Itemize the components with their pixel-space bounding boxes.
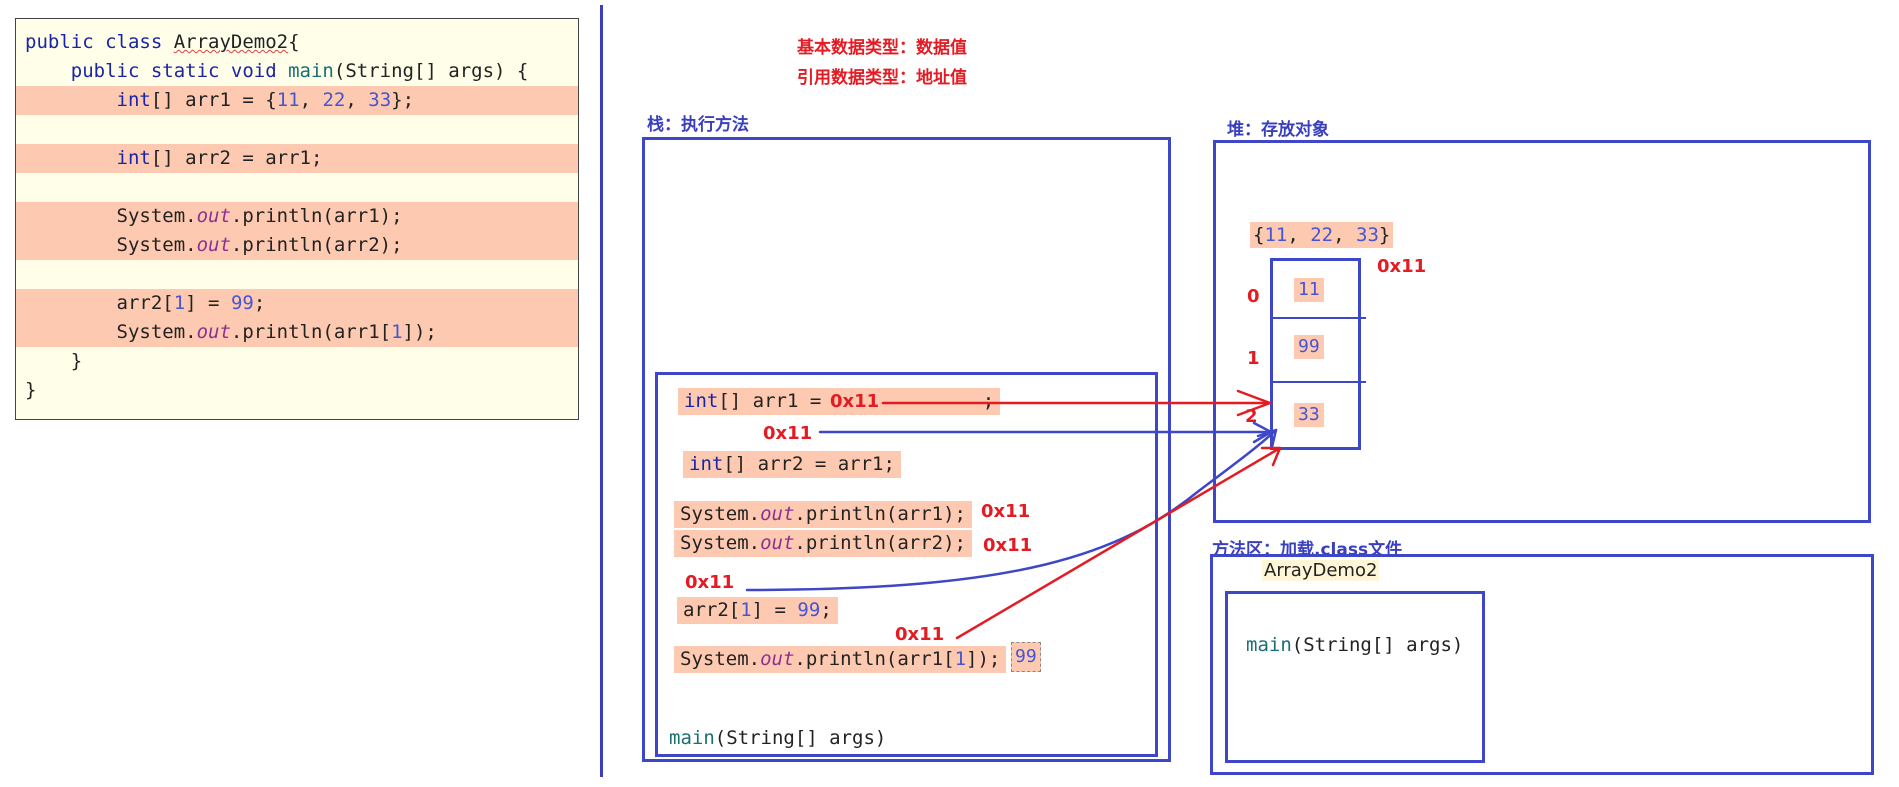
code-token: .println(arr2); xyxy=(230,234,403,256)
code-token: main xyxy=(288,60,334,82)
code-line: } xyxy=(16,347,578,376)
code-token: [] arr1 = { xyxy=(150,89,277,111)
address-print3: 0x11 xyxy=(895,624,945,645)
address-print1: 0x11 xyxy=(981,501,1031,522)
code-line: int[] arr2 = arr1; xyxy=(16,144,578,173)
code-token: out xyxy=(196,205,231,227)
arrow-assign-head xyxy=(1256,428,1278,449)
code-line: } xyxy=(16,376,578,405)
code-panel: public class ArrayDemo2{ public static v… xyxy=(15,18,579,420)
code-token: 1 xyxy=(173,292,186,314)
heap-index-0: 0 xyxy=(1247,286,1260,307)
heap-address: 0x11 xyxy=(1377,256,1427,277)
reference-type-note: 引用数据类型：地址值 xyxy=(797,68,967,88)
code-token: .println(arr1[ xyxy=(230,321,392,343)
code-token: int xyxy=(25,89,151,111)
stmt-print-arr2: System.out.println(arr2); xyxy=(674,530,972,557)
code-token: { xyxy=(288,31,300,53)
stack-box xyxy=(642,137,1171,762)
code-line: arr2[1] = 99; xyxy=(16,289,578,318)
code-token: ; xyxy=(253,292,266,314)
code-token: 11 xyxy=(276,89,300,111)
arrow-print3-to-heap xyxy=(955,446,1282,640)
main-frame-box xyxy=(655,372,1158,757)
code-token: System. xyxy=(25,234,197,256)
vertical-divider xyxy=(600,5,603,777)
code-token: , xyxy=(299,89,323,111)
class-box xyxy=(1225,591,1485,763)
heap-title: 堆：存放对象 xyxy=(1227,120,1329,140)
stmt-arr1: int[] arr1 = ; xyxy=(678,388,1001,415)
code-token: }; xyxy=(391,89,415,111)
code-token: 99 xyxy=(230,292,254,314)
code-token: arr2[ xyxy=(25,292,174,314)
stmt-print-arr1: System.out.println(arr1); xyxy=(674,501,972,528)
class-method-label: main(String[] args) xyxy=(1246,634,1464,656)
heap-box xyxy=(1213,140,1871,523)
code-token: System. xyxy=(25,205,197,227)
code-token: ArrayDemo2 xyxy=(173,31,289,53)
stmt-arr2: int[] arr2 = arr1; xyxy=(683,451,901,478)
address-print2: 0x11 xyxy=(983,535,1033,556)
code-token: (String[] args) { xyxy=(333,60,529,82)
address-arr2: 0x11 xyxy=(763,423,813,444)
cell-divider xyxy=(1272,317,1366,319)
code-token: } xyxy=(25,350,83,372)
code-line: System.out.println(arr1); xyxy=(16,202,578,231)
code-line: public static void main(String[] args) { xyxy=(16,57,578,86)
cell-divider xyxy=(1272,381,1366,383)
code-token: [] arr2 = arr1; xyxy=(150,147,323,169)
heap-array-box xyxy=(1270,258,1361,450)
main-frame-label: main(String[] args) xyxy=(669,727,887,749)
heap-array-literal: {11, 22, 33} xyxy=(1250,222,1394,248)
code-line: System.out.println(arr2); xyxy=(16,231,578,260)
code-token: 22 xyxy=(322,89,346,111)
stmt-print-arr1-index: System.out.println(arr1[1]); xyxy=(674,646,1007,673)
code-token: 33 xyxy=(368,89,392,111)
address-assign: 0x11 xyxy=(685,572,735,593)
code-line: System.out.println(arr1[1]); xyxy=(16,318,578,347)
print-result-value: 99 xyxy=(1011,642,1041,672)
primitive-type-note: 基本数据类型：数据值 xyxy=(797,38,967,58)
arrow-print3-head xyxy=(1260,446,1282,467)
code-token: public class xyxy=(25,31,174,53)
code-token: public static void xyxy=(25,60,289,82)
arrow-arr1-head xyxy=(1236,389,1272,417)
heap-index-1: 1 xyxy=(1247,348,1260,369)
code-token: } xyxy=(25,379,37,401)
stmt-assign: arr2[1] = 99; xyxy=(677,597,838,624)
code-token: 1 xyxy=(391,321,403,343)
code-token: ] = xyxy=(185,292,231,314)
code-token: out xyxy=(196,321,231,343)
code-line: int[] arr1 = {11, 22, 33}; xyxy=(16,86,578,115)
method-area-box xyxy=(1210,554,1874,775)
code-token: out xyxy=(196,234,231,256)
code-token: System. xyxy=(25,321,197,343)
stack-title: 栈：执行方法 xyxy=(647,115,749,135)
heap-cell-2: 33 xyxy=(1294,403,1324,427)
code-token: .println(arr1); xyxy=(230,205,403,227)
address-arr1: 0x11 xyxy=(830,391,880,412)
arrow-assign-to-heap xyxy=(745,428,1278,592)
code-line: public class ArrayDemo2{ xyxy=(16,28,578,57)
code-token: , xyxy=(345,89,369,111)
heap-cell-0: 11 xyxy=(1294,278,1324,302)
heap-cell-1: 99 xyxy=(1294,335,1324,359)
code-token: ]); xyxy=(402,321,437,343)
code-token: int xyxy=(25,147,151,169)
method-area-class-name: ArrayDemo2 xyxy=(1262,560,1380,581)
